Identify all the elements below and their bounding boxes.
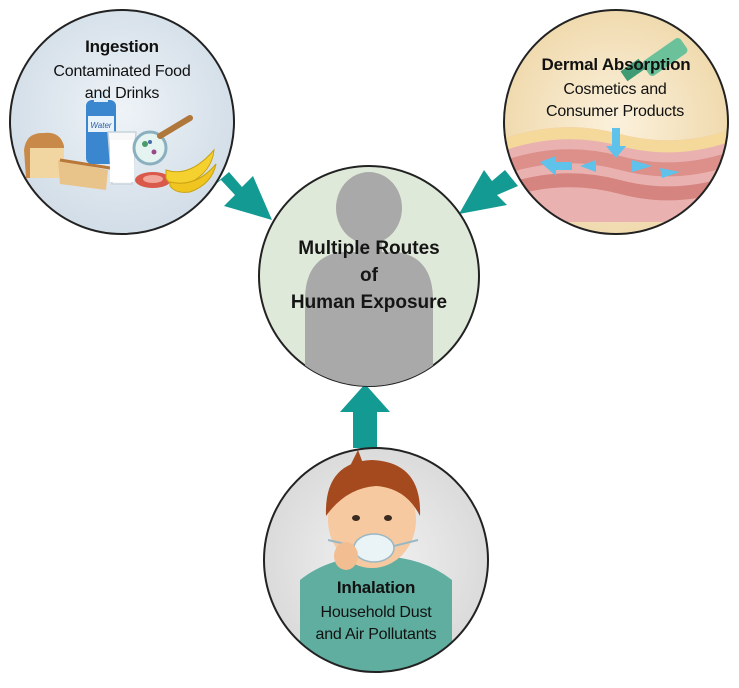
boy-with-mask-illustration [300,450,452,672]
dermal-description: Cosmetics and Consumer Products [527,79,703,123]
center-title-line: of [360,265,378,286]
arrow-ingestion-to-center [208,172,272,220]
food-illustration: Water [24,92,217,193]
ingestion-description-line: and Drinks [84,85,160,102]
inhalation-description-line: and Air Pollutants [315,626,437,643]
center-title-line: Human Exposure [290,292,448,313]
skin-layers-illustration [504,38,728,222]
inhalation-description: Household Dust and Air Pollutants [281,602,471,646]
dermal-title: Dermal Absorption [541,55,691,74]
dermal-description-line: Cosmetics and [563,81,667,98]
dermal-node [503,9,729,235]
ingestion-node: Water [9,9,235,235]
ingestion-title: Ingestion [85,37,159,56]
ingestion-description: Contaminated Food and Drinks [32,61,212,105]
inhalation-description-line: Household Dust [320,604,432,621]
human-silhouette-icon [305,172,433,386]
center-title: Multiple Routes of Human Exposure [264,235,474,316]
arrow-dermal-to-center [459,170,518,214]
arrow-inhalation-to-center [340,384,390,448]
bottle-label: Water [90,121,112,130]
inhalation-node [263,447,489,673]
center-title-line: Multiple Routes [298,238,440,259]
inhalation-title: Inhalation [336,578,416,597]
ingestion-description-line: Contaminated Food [53,63,191,80]
dermal-description-line: Consumer Products [546,103,684,120]
center-node [258,165,480,387]
